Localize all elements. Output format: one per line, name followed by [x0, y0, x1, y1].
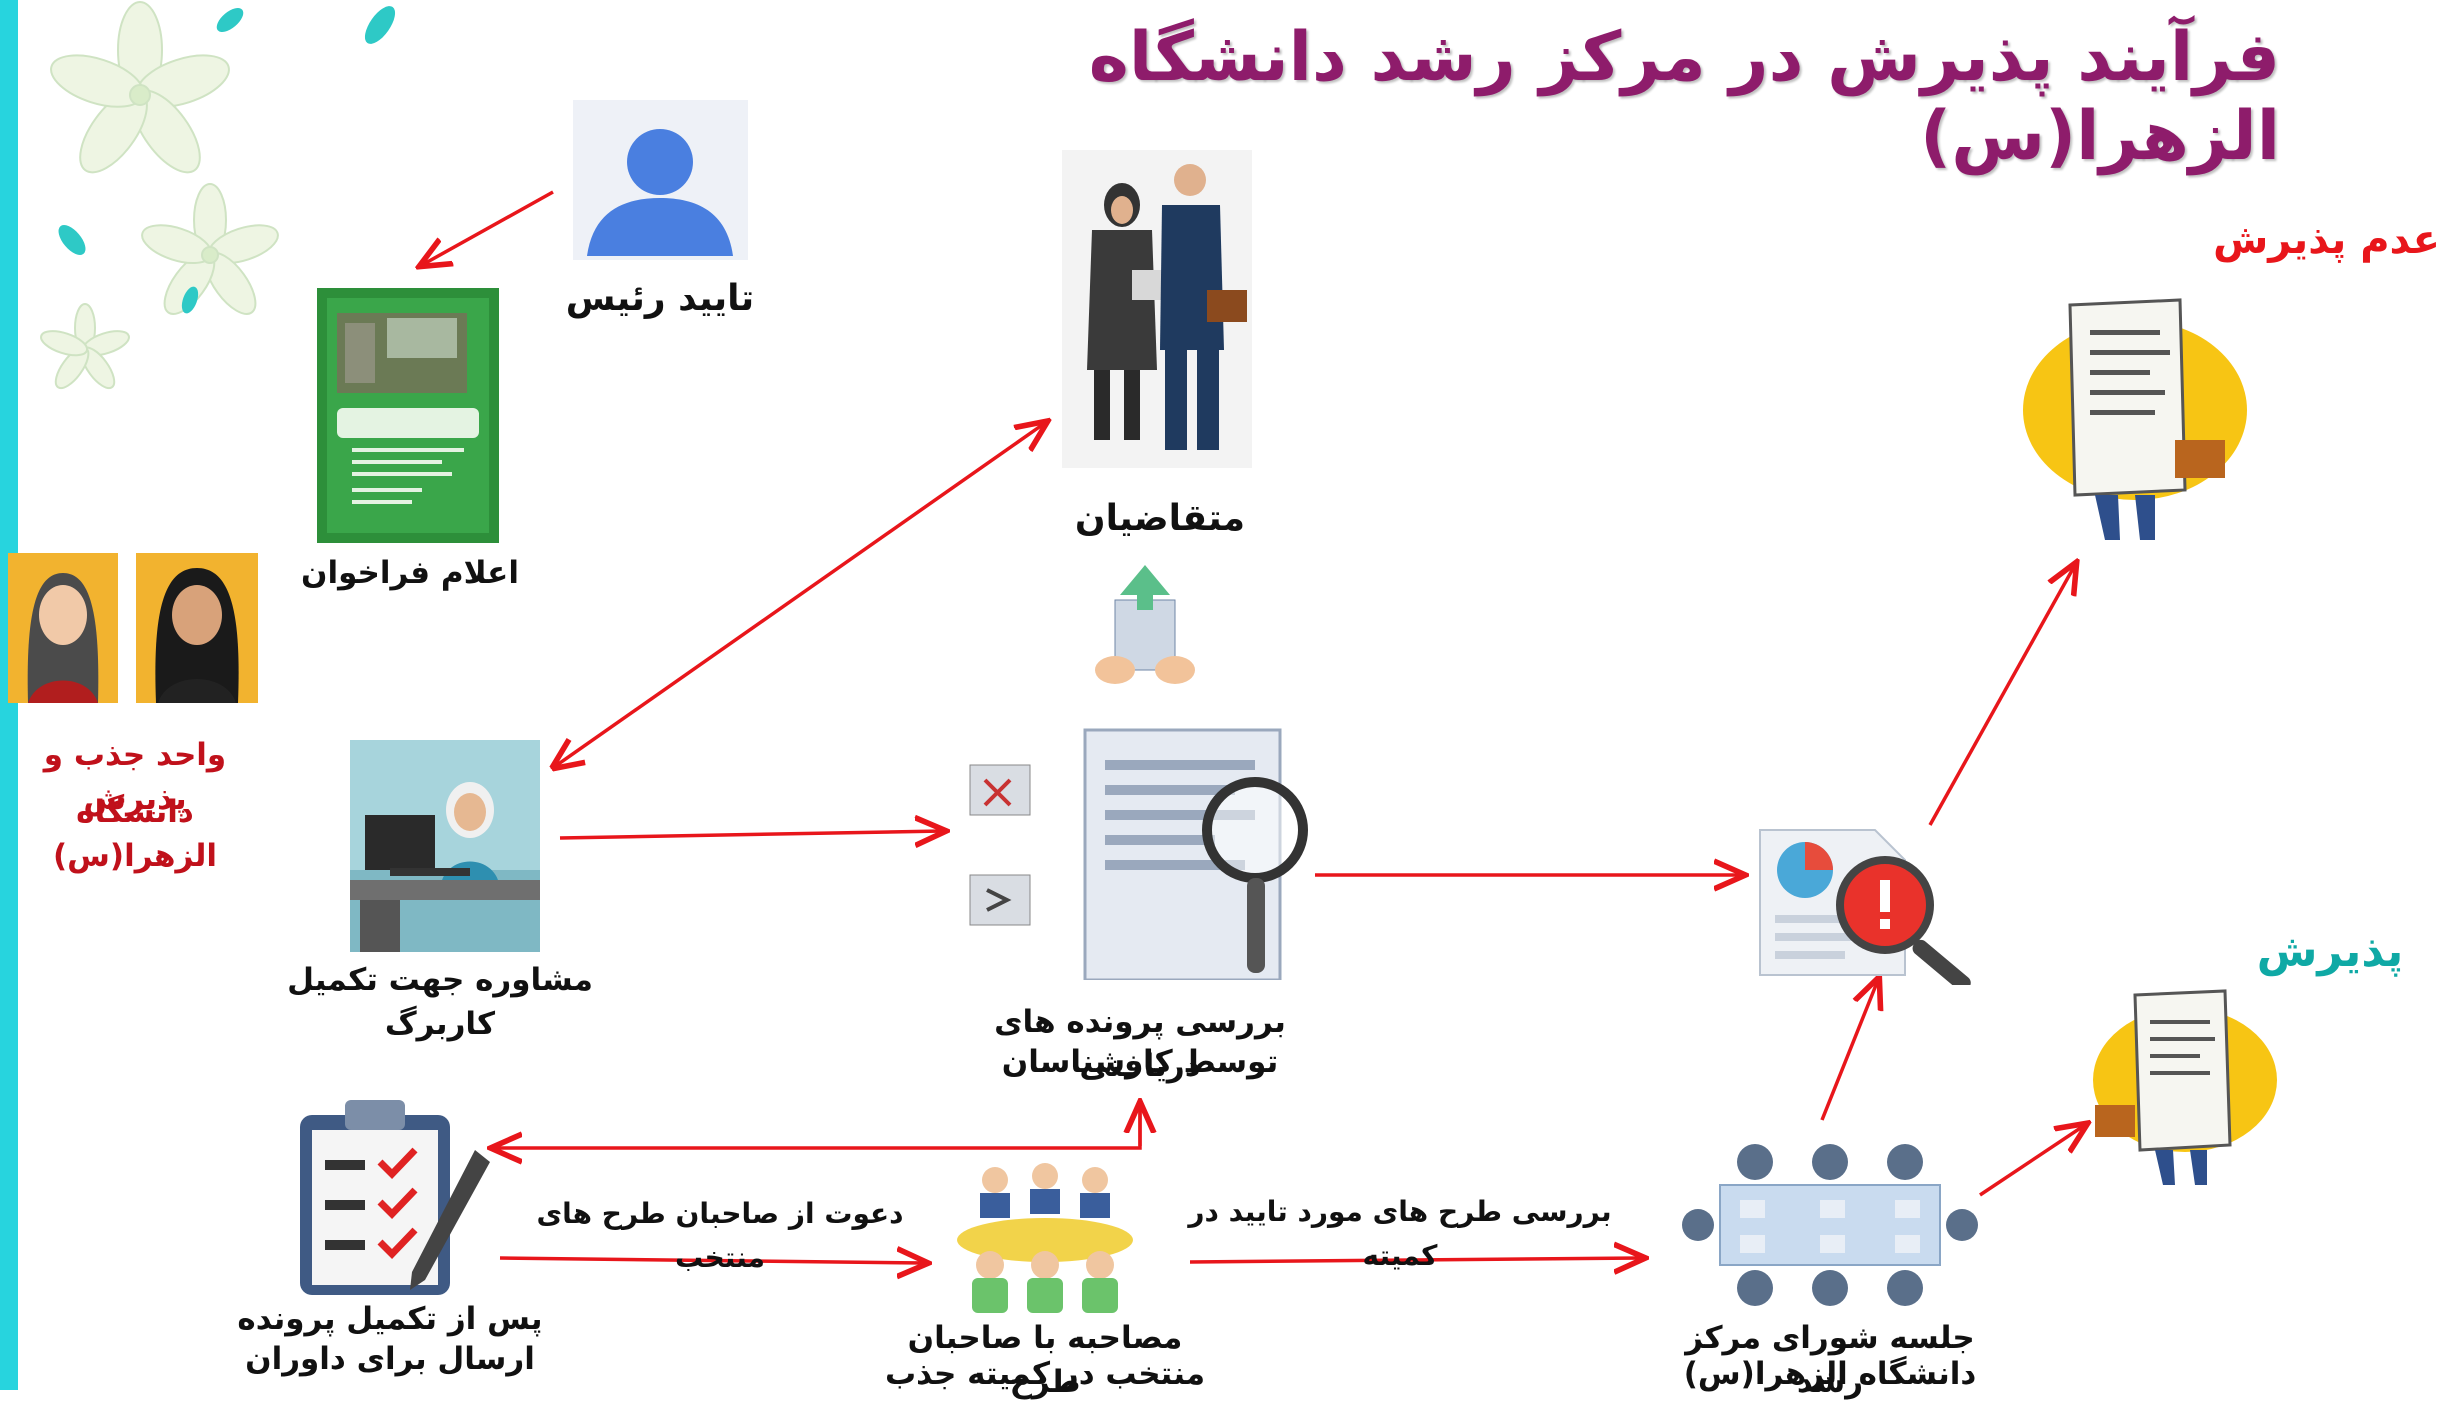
- acceptance-label: پذیرش: [2256, 926, 2404, 977]
- accepted-document-character: [2093, 989, 2277, 1185]
- page-title: فرآیند پذیرش در مرکز رشد دانشگاه الزهرا(…: [1088, 18, 2280, 176]
- invite-label: دعوت از صاحبان طرح های منتخب: [536, 1197, 904, 1274]
- president-approval-label: تایید رئیس: [565, 278, 755, 319]
- arrow-consult-applicants: [557, 423, 1045, 765]
- arrow-review-to-checklist: [494, 1110, 1142, 1148]
- arrow-council-to-acceptance: [1979, 1125, 2085, 1197]
- document-review-icon: [969, 565, 1308, 980]
- meeting-group-icon: [957, 1163, 1133, 1313]
- rejection-label: عدم پذیرش: [2213, 217, 2440, 263]
- review-committee-label: بررسی طرح های مورد تایید در کمیته: [1188, 1195, 1612, 1272]
- unit-label-line2: دانشگاه الزهرا(س): [52, 794, 218, 874]
- arrow-consult-to-review: [559, 831, 943, 838]
- staff-avatars: [8, 553, 258, 703]
- arrow-analysis-to-rejection: [1928, 565, 2075, 826]
- arrow-council-to-analysis: [1820, 980, 1878, 1121]
- business-people-image: [1062, 150, 1252, 468]
- report-magnifier-icon: [1759, 829, 1971, 985]
- after-complete-label-line1: پس از تکمیل پرونده: [237, 1301, 543, 1337]
- arrow-checklist-to-interview: [499, 1258, 925, 1263]
- flower-decoration: [40, 1, 396, 390]
- council-table-icon: [1682, 1144, 1978, 1306]
- review-label-line1: بررسی پرونده های دریافتی: [994, 1004, 1286, 1084]
- after-complete-label-line2: ارسال برای داوران: [245, 1341, 535, 1377]
- user-silhouette-icon: [573, 100, 748, 260]
- interview-label-line2: منتخب در کمیته جذب: [884, 1356, 1206, 1392]
- consultant-desk-image: [350, 740, 540, 952]
- announce-call-label: اعلام فراخوان: [301, 555, 519, 591]
- arrow-president-to-call: [422, 190, 554, 265]
- call-poster-image: [317, 288, 499, 543]
- council-label-line2: دانشگاه الزهرا(س): [1683, 1356, 1977, 1392]
- consulting-label: مشاوره جهت تکمیل کاربرگ: [287, 962, 593, 1042]
- arrow-interview-to-council: [1189, 1258, 1642, 1262]
- clipboard-checklist-icon: [300, 1100, 490, 1295]
- unit-label-line1: واحد جذب و پذیرش: [43, 737, 227, 817]
- review-label-line2: توسط کارشناسان: [1001, 1044, 1279, 1080]
- rejected-document-character: [2023, 298, 2247, 540]
- applicants-label: متقاضیان: [1074, 498, 1246, 539]
- council-label-line1: جلسه شورای مرکز رشد: [1685, 1320, 1975, 1400]
